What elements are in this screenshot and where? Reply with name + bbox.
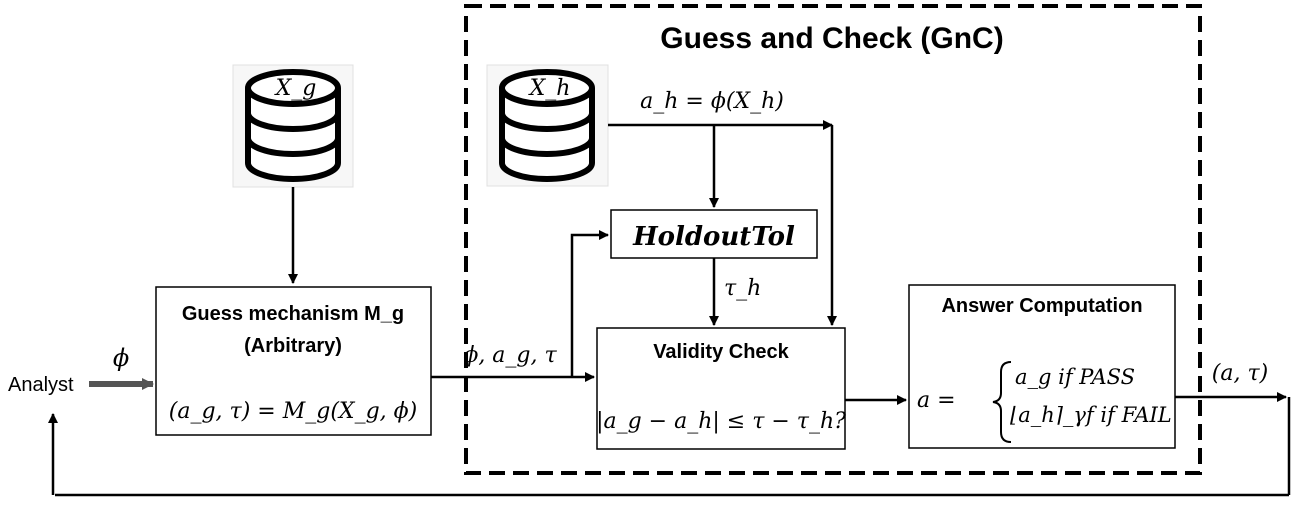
- analyst-label: Analyst: [8, 374, 74, 396]
- answer-computation-title: Answer Computation: [941, 295, 1142, 317]
- tau-h-label: τ_h: [724, 276, 761, 301]
- guess-mechanism-formula: (a_g, τ) = M_g(X_g, ϕ): [169, 399, 417, 424]
- answer-brace: [992, 361, 1012, 443]
- gnc-title: Guess and Check (GnC): [660, 22, 1003, 55]
- holdout-tol-box: [610, 209, 818, 259]
- validity-check-title: Validity Check: [653, 341, 789, 363]
- holdout-answer-label: a_h = ϕ(X_h): [640, 89, 784, 114]
- phi-label: ϕ: [113, 344, 129, 372]
- answer-computation-box: [908, 284, 1176, 449]
- guess-database-icon: [232, 64, 354, 188]
- gnc-region: [464, 4, 1202, 475]
- guess-mechanism-title: Guess mechanism M_g: [182, 303, 404, 325]
- holdout-dataset-label: X_h: [528, 76, 571, 101]
- validity-check-box: [596, 327, 846, 450]
- answer-lhs: a =: [917, 388, 956, 413]
- guess-output-label: ϕ, a_g, τ: [463, 343, 557, 368]
- holdout-database-icon: [486, 64, 609, 187]
- guess-to-tol-arrow: [570, 230, 609, 377]
- validity-check-formula: |a_g − a_h| ≤ τ − τ_h?: [596, 409, 846, 434]
- holdout-tol-label: HoldoutTol: [632, 222, 795, 252]
- guess-mechanism-box: [155, 286, 432, 436]
- guess-dataset-label: X_g: [274, 76, 317, 101]
- answer-fail-case: ⌊a_h⌉_γf if FAIL: [1010, 403, 1172, 427]
- output-label: (a, τ): [1212, 361, 1268, 386]
- guess-mechanism-subtitle: (Arbitrary): [244, 335, 342, 357]
- answer-pass-case: a_g if PASS: [1015, 365, 1135, 389]
